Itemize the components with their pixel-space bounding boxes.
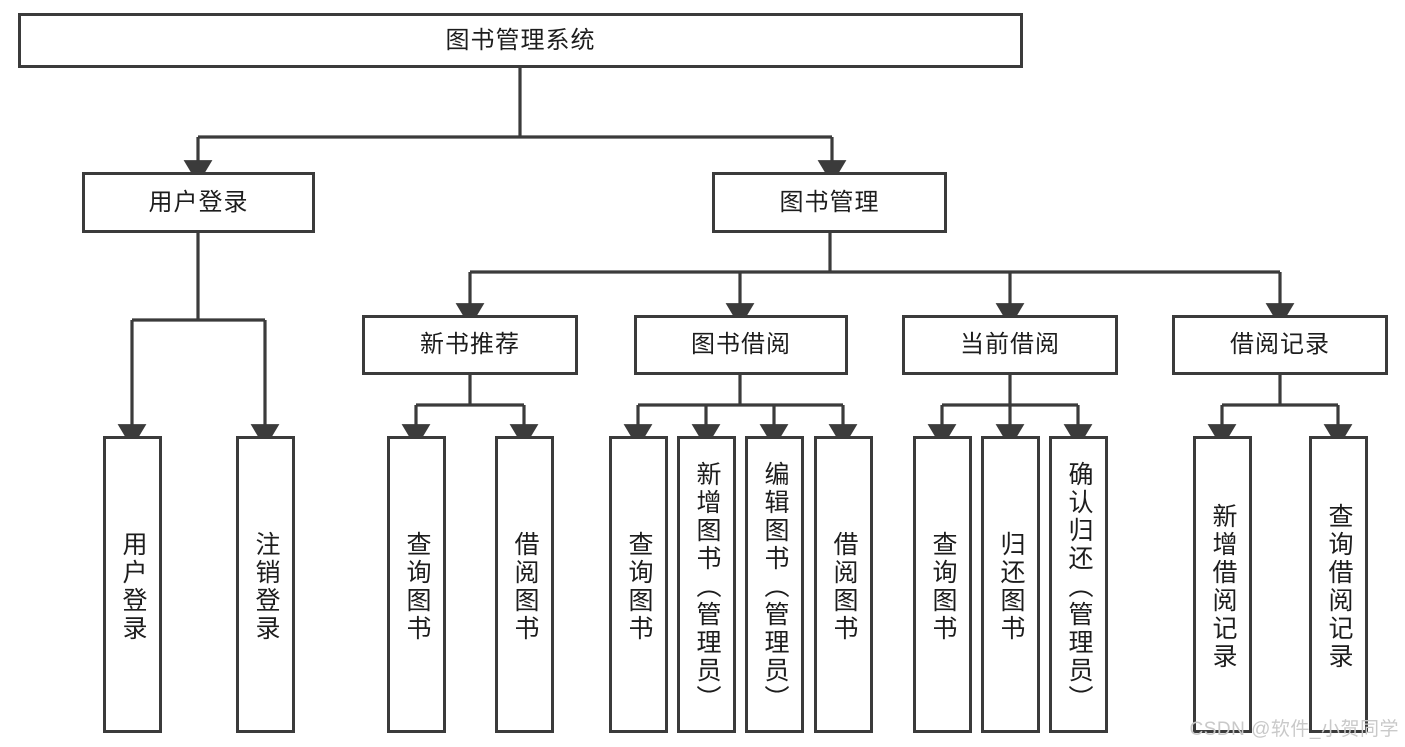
node-book-manage-label: 图书管理: [779, 188, 880, 216]
leaf-current-borrow-1-label: 查询图书: [929, 530, 957, 643]
node-book-borrow-label: 图书借阅: [691, 331, 791, 358]
leaf-current-borrow-2-label: 归还图书: [997, 530, 1025, 643]
node-current-borrow-label: 当前借阅: [960, 331, 1060, 358]
node-user-login[interactable]: 用户登录: [82, 172, 315, 233]
leaf-user-login-1-label: 用户登录: [119, 530, 147, 643]
leaf-new-book-2-label: 借阅图书: [511, 530, 539, 643]
leaf-new-book-2[interactable]: 借阅图书: [495, 436, 554, 733]
leaf-current-borrow-3[interactable]: 确认归还（管理员）: [1049, 436, 1108, 733]
node-current-borrow[interactable]: 当前借阅: [902, 315, 1118, 375]
node-user-login-label: 用户登录: [148, 188, 249, 216]
leaf-borrow-record-2-label: 查询借阅记录: [1325, 502, 1353, 671]
node-borrow-record-label: 借阅记录: [1230, 331, 1330, 358]
leaf-new-book-1-label: 查询图书: [403, 530, 431, 643]
leaf-user-login-2[interactable]: 注销登录: [236, 436, 295, 733]
leaf-borrow-record-1[interactable]: 新增借阅记录: [1193, 436, 1252, 733]
leaf-book-borrow-2[interactable]: 新增图书（管理员）: [677, 436, 736, 733]
leaf-current-borrow-2[interactable]: 归还图书: [981, 436, 1040, 733]
node-book-manage[interactable]: 图书管理: [712, 172, 947, 233]
node-book-borrow[interactable]: 图书借阅: [634, 315, 848, 375]
leaf-user-login-2-label: 注销登录: [252, 530, 280, 643]
node-root-system-label: 图书管理系统: [445, 26, 596, 54]
leaf-borrow-record-1-label: 新增借阅记录: [1209, 502, 1237, 671]
watermark-text: CSDN @软件_小贺同学: [1189, 719, 1399, 740]
node-borrow-record[interactable]: 借阅记录: [1172, 315, 1388, 375]
leaf-current-borrow-1[interactable]: 查询图书: [913, 436, 972, 733]
node-new-book-recommend-label: 新书推荐: [420, 331, 520, 358]
leaf-new-book-1[interactable]: 查询图书: [387, 436, 446, 733]
leaf-book-borrow-4-label: 借阅图书: [830, 530, 858, 643]
leaf-book-borrow-3-label: 编辑图书（管理员）: [761, 460, 789, 713]
node-new-book-recommend[interactable]: 新书推荐: [362, 315, 578, 375]
leaf-book-borrow-4[interactable]: 借阅图书: [814, 436, 873, 733]
node-root-system[interactable]: 图书管理系统: [18, 13, 1023, 68]
leaf-book-borrow-1[interactable]: 查询图书: [609, 436, 668, 733]
leaf-book-borrow-1-label: 查询图书: [625, 530, 653, 643]
leaf-user-login-1[interactable]: 用户登录: [103, 436, 162, 733]
leaf-book-borrow-3[interactable]: 编辑图书（管理员）: [745, 436, 804, 733]
leaf-borrow-record-2[interactable]: 查询借阅记录: [1309, 436, 1368, 733]
leaf-book-borrow-2-label: 新增图书（管理员）: [693, 460, 721, 713]
leaf-current-borrow-3-label: 确认归还（管理员）: [1065, 460, 1093, 713]
